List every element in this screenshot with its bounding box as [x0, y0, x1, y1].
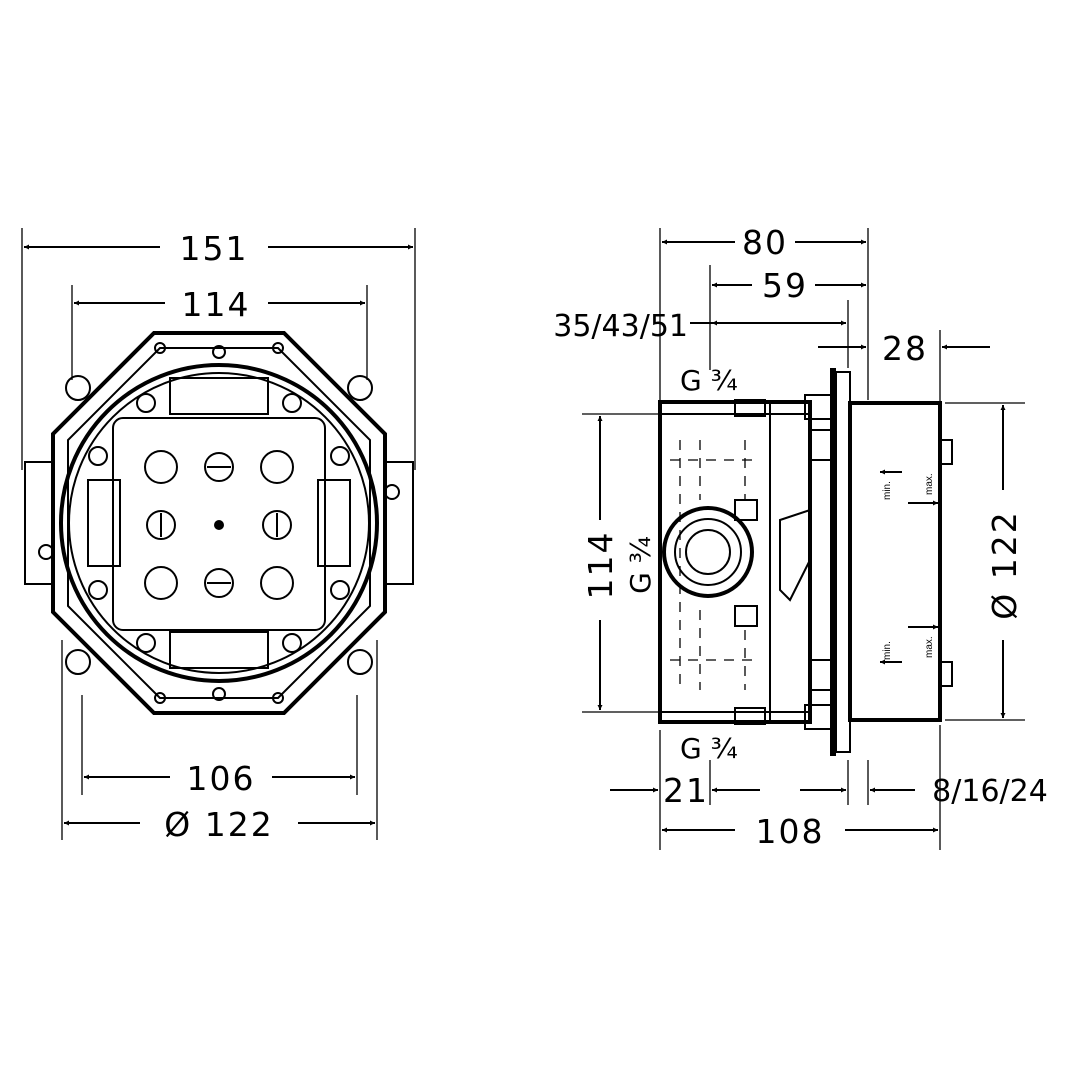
- max-label-bottom: max.: [924, 636, 935, 658]
- top-clip: [169, 377, 269, 415]
- outer-ring: [59, 363, 379, 683]
- dim-108-label: 108: [756, 812, 825, 851]
- lug: [65, 375, 91, 401]
- min-label-top: min.: [882, 481, 893, 500]
- thread-middle-label: G ¾: [624, 536, 657, 594]
- mounting-box-side: min. max. min. max.: [658, 368, 953, 756]
- dim-80-label: 80: [742, 223, 788, 262]
- wall-plate: [830, 368, 836, 756]
- lug: [347, 375, 373, 401]
- dim-8-16-24-label: 8/16/24: [932, 774, 1048, 809]
- mounting-box-front: [24, 331, 414, 715]
- screw-holes: [38, 342, 400, 704]
- thread-top-label: G ¾: [680, 364, 738, 397]
- min-label-bottom: min.: [882, 641, 893, 660]
- extension-lines: [21, 228, 416, 840]
- port-plugs: [144, 450, 294, 600]
- dim-diameter-122-label: Ø 122: [164, 805, 273, 844]
- finish-set-cover: [848, 401, 942, 722]
- max-label-top: max.: [924, 473, 935, 495]
- inner-ring: [68, 372, 370, 674]
- right-clip: [317, 479, 351, 567]
- bottom-clip: [169, 631, 269, 669]
- inlet-port: [662, 506, 754, 598]
- left-clip: [87, 479, 121, 567]
- center-hole: [214, 520, 224, 530]
- dimension-lines: [24, 244, 413, 826]
- lug: [347, 649, 373, 675]
- dim-59-label: 59: [762, 266, 808, 305]
- dim-28-label: 28: [882, 329, 928, 368]
- dim-106-label: 106: [187, 759, 256, 798]
- dim-35-43-51-label: 35/43/51: [553, 309, 688, 344]
- dim-height-114-label: 114: [581, 531, 620, 600]
- extension-lines: [582, 228, 1025, 850]
- dimension-lines: [597, 239, 1006, 833]
- front-view: 151 114 106 Ø 122: [21, 228, 416, 844]
- dim-114-label: 114: [182, 285, 251, 324]
- dim-diameter-122-side-label: Ø 122: [985, 510, 1024, 619]
- box-body: [658, 400, 812, 724]
- lug: [65, 649, 91, 675]
- inner-plate: [112, 417, 326, 631]
- side-view: 80 59 35/43/51 28 G ¾ G ¾ 114 G ¾ Ø 122 …: [553, 223, 1048, 851]
- dim-21-label: 21: [663, 771, 709, 810]
- dim-151-label: 151: [180, 229, 249, 268]
- thread-bottom-label: G ¾: [680, 732, 738, 765]
